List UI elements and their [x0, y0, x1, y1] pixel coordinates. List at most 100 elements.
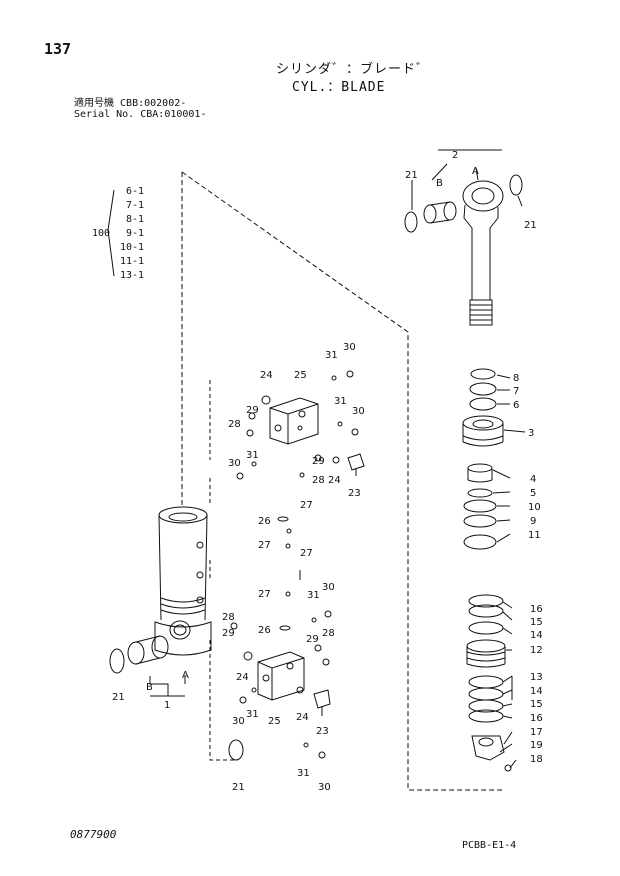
footer-doc-number: 0877900 — [70, 828, 117, 841]
oring-29-upper-2 — [314, 454, 322, 462]
ring-14-upper — [468, 621, 504, 635]
rod-snap-ring-left — [404, 211, 418, 233]
washer-31-upper-3 — [251, 461, 257, 467]
callout-11: 11 — [528, 530, 541, 541]
callout-19: 19 — [530, 740, 543, 751]
washer-31-bottom — [303, 742, 309, 748]
applicability-label-1: 適用号機 — [74, 98, 114, 109]
callout-29-lower: 29 — [306, 634, 319, 645]
ref-item-7: 13-1 — [120, 270, 145, 281]
washer-31-lower-2 — [311, 617, 317, 623]
rod-snap-ring-right — [509, 174, 523, 196]
callout-21-rod-right: 21 — [524, 220, 537, 231]
callout-21-rod-left: 21 — [405, 170, 418, 181]
callout-25-upper: 25 — [294, 370, 307, 381]
piston-12 — [466, 639, 506, 668]
callout-17: 17 — [530, 727, 543, 738]
callout-25-lower: 25 — [268, 716, 281, 727]
oring-29-lower — [314, 644, 322, 652]
callout-24-lower: 24 — [236, 672, 249, 683]
callout-28-lower: 28 — [322, 628, 335, 639]
washer-31-upper-2 — [337, 421, 343, 427]
tube-bushing — [127, 635, 169, 665]
callout-1: 1 — [164, 700, 170, 711]
callout-6: 6 — [513, 400, 519, 411]
oring-11 — [463, 534, 497, 550]
callout-29-upper: 29 — [246, 405, 259, 416]
callout-16-lower: 16 — [530, 713, 543, 724]
ref-item-3: 8-1 — [126, 214, 145, 225]
cylinder-tube — [154, 506, 212, 656]
callout-30-lower: 30 — [232, 716, 245, 727]
seal-7 — [469, 382, 497, 396]
washer-31-upper — [331, 375, 337, 381]
bolt-30-upper-2 — [351, 428, 359, 436]
callout-27-c: 27 — [300, 548, 313, 559]
washer-31-lower — [251, 687, 257, 693]
callout-31-lower-2: 31 — [307, 590, 320, 601]
callout-30-upper-2: 30 — [352, 406, 365, 417]
ring-15-upper — [468, 604, 504, 618]
callout-15-upper: 15 — [530, 617, 543, 628]
serial-label: Serial No. — [74, 109, 135, 120]
callout-27-b: 27 — [258, 540, 271, 551]
bolt-30-upper-3 — [236, 472, 244, 480]
callout-A-tube: A — [182, 670, 189, 681]
callout-12: 12 — [530, 645, 543, 656]
plug-24-lower — [243, 651, 253, 661]
callout-30-lower-2: 30 — [322, 582, 335, 593]
callout-15-lower: 15 — [530, 699, 543, 710]
plug-24-lower-2 — [296, 686, 304, 694]
valve-block-upper — [269, 397, 319, 445]
ref-item-2: 7-1 — [126, 200, 145, 211]
seal-8 — [470, 368, 496, 380]
ring-16-upper — [468, 594, 504, 608]
callout-31-upper-3: 31 — [246, 450, 259, 461]
callout-30-upper: 30 — [343, 342, 356, 353]
callout-31-bottom: 31 — [297, 768, 310, 779]
oring-13 — [468, 675, 504, 689]
bolt-30-bottom — [318, 751, 326, 759]
callout-31-upper: 31 — [325, 350, 338, 361]
ref-group-label: 100 — [92, 228, 111, 239]
tube-snap-ring — [109, 648, 125, 674]
rod-bushing — [423, 201, 457, 224]
bolt-30-upper — [346, 370, 354, 378]
plug-24-upper — [261, 395, 271, 405]
callout-26-upper: 26 — [258, 516, 271, 527]
callout-23-upper: 23 — [348, 488, 361, 499]
callout-16-upper: 16 — [530, 604, 543, 615]
callout-28-upper: 28 — [228, 419, 241, 430]
title-english: CYL.：BLADE — [292, 80, 386, 95]
callout-A-rod: A — [472, 166, 479, 177]
oring-29-upper — [248, 412, 256, 420]
callout-26-lower: 26 — [258, 625, 271, 636]
bolt-27-a — [286, 528, 292, 534]
callout-labels: 2 A B 21 21 8 7 6 3 4 5 10 9 11 16 15 14… — [112, 150, 543, 793]
callout-24-upper-2: 24 — [328, 475, 341, 486]
plug-28-lower-2 — [230, 622, 238, 630]
fitting-23-lower — [313, 689, 331, 716]
ref-item-4: 9-1 — [126, 228, 145, 239]
applicability-line-1: 適用号機 CBB:002002- — [74, 98, 186, 109]
callout-24-lower-2: 24 — [296, 712, 309, 723]
callout-29-lower-2: 29 — [222, 628, 235, 639]
callout-21-tube: 21 — [112, 692, 125, 703]
callout-8: 8 — [513, 373, 519, 384]
snap-ring-21-lower — [228, 739, 244, 761]
ring-14-lower — [468, 687, 504, 701]
page-number: 137 — [44, 40, 72, 58]
piston-rod — [462, 180, 504, 326]
callout-14-upper: 14 — [530, 630, 543, 641]
callout-30-bottom: 30 — [318, 782, 331, 793]
applicability-line-2: Serial No. CBA:010001- — [74, 109, 206, 120]
bolt-27-c — [285, 591, 291, 597]
plug-28-upper-2 — [299, 472, 305, 478]
callout-B-rod: B — [436, 178, 443, 189]
callout-10: 10 — [528, 502, 541, 513]
nut-17 — [471, 735, 505, 761]
bolt-30-lower-2 — [324, 610, 332, 618]
bushing-4 — [467, 463, 493, 483]
plug-28-lower — [322, 658, 330, 666]
callout-3: 3 — [528, 428, 534, 439]
